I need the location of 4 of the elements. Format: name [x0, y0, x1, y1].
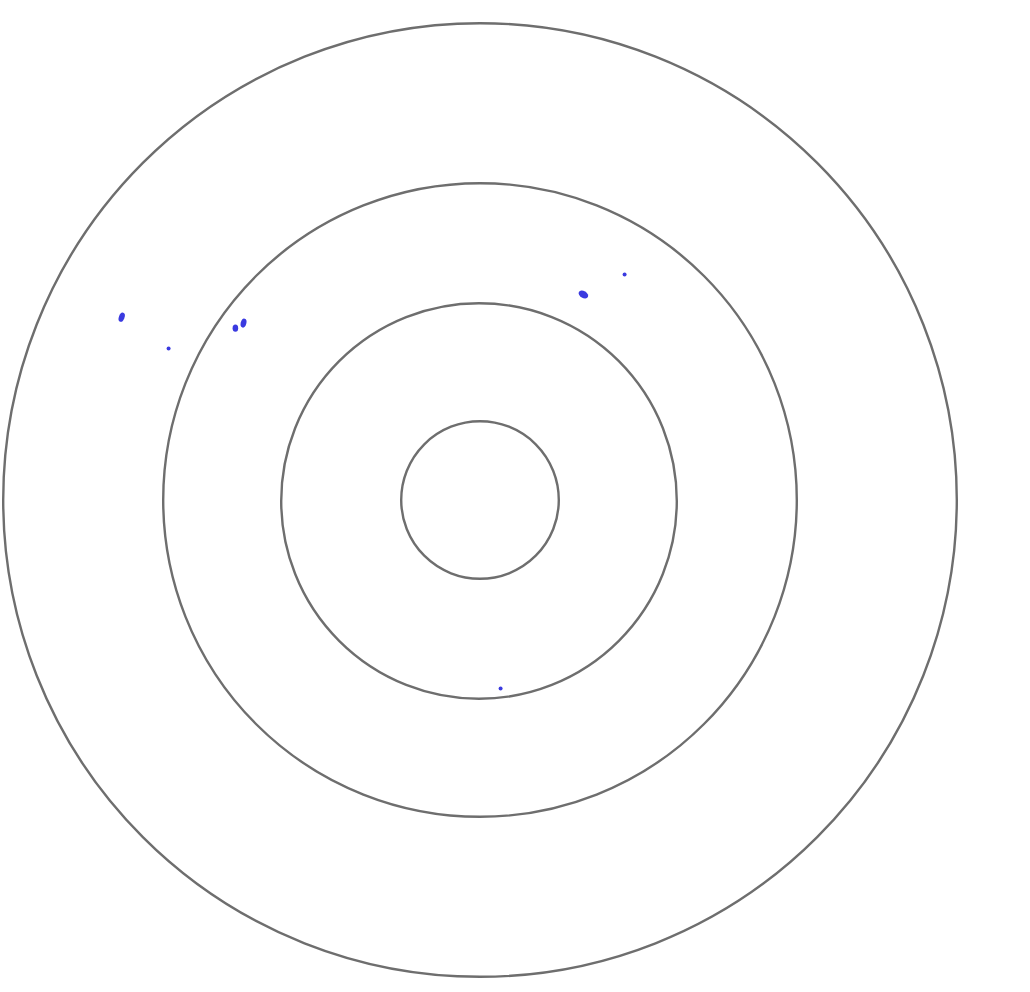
concentric-circle [161, 182, 797, 818]
concentric-circle [399, 420, 559, 580]
concentric-circle [280, 301, 678, 699]
concentric-circle [1, 22, 957, 978]
